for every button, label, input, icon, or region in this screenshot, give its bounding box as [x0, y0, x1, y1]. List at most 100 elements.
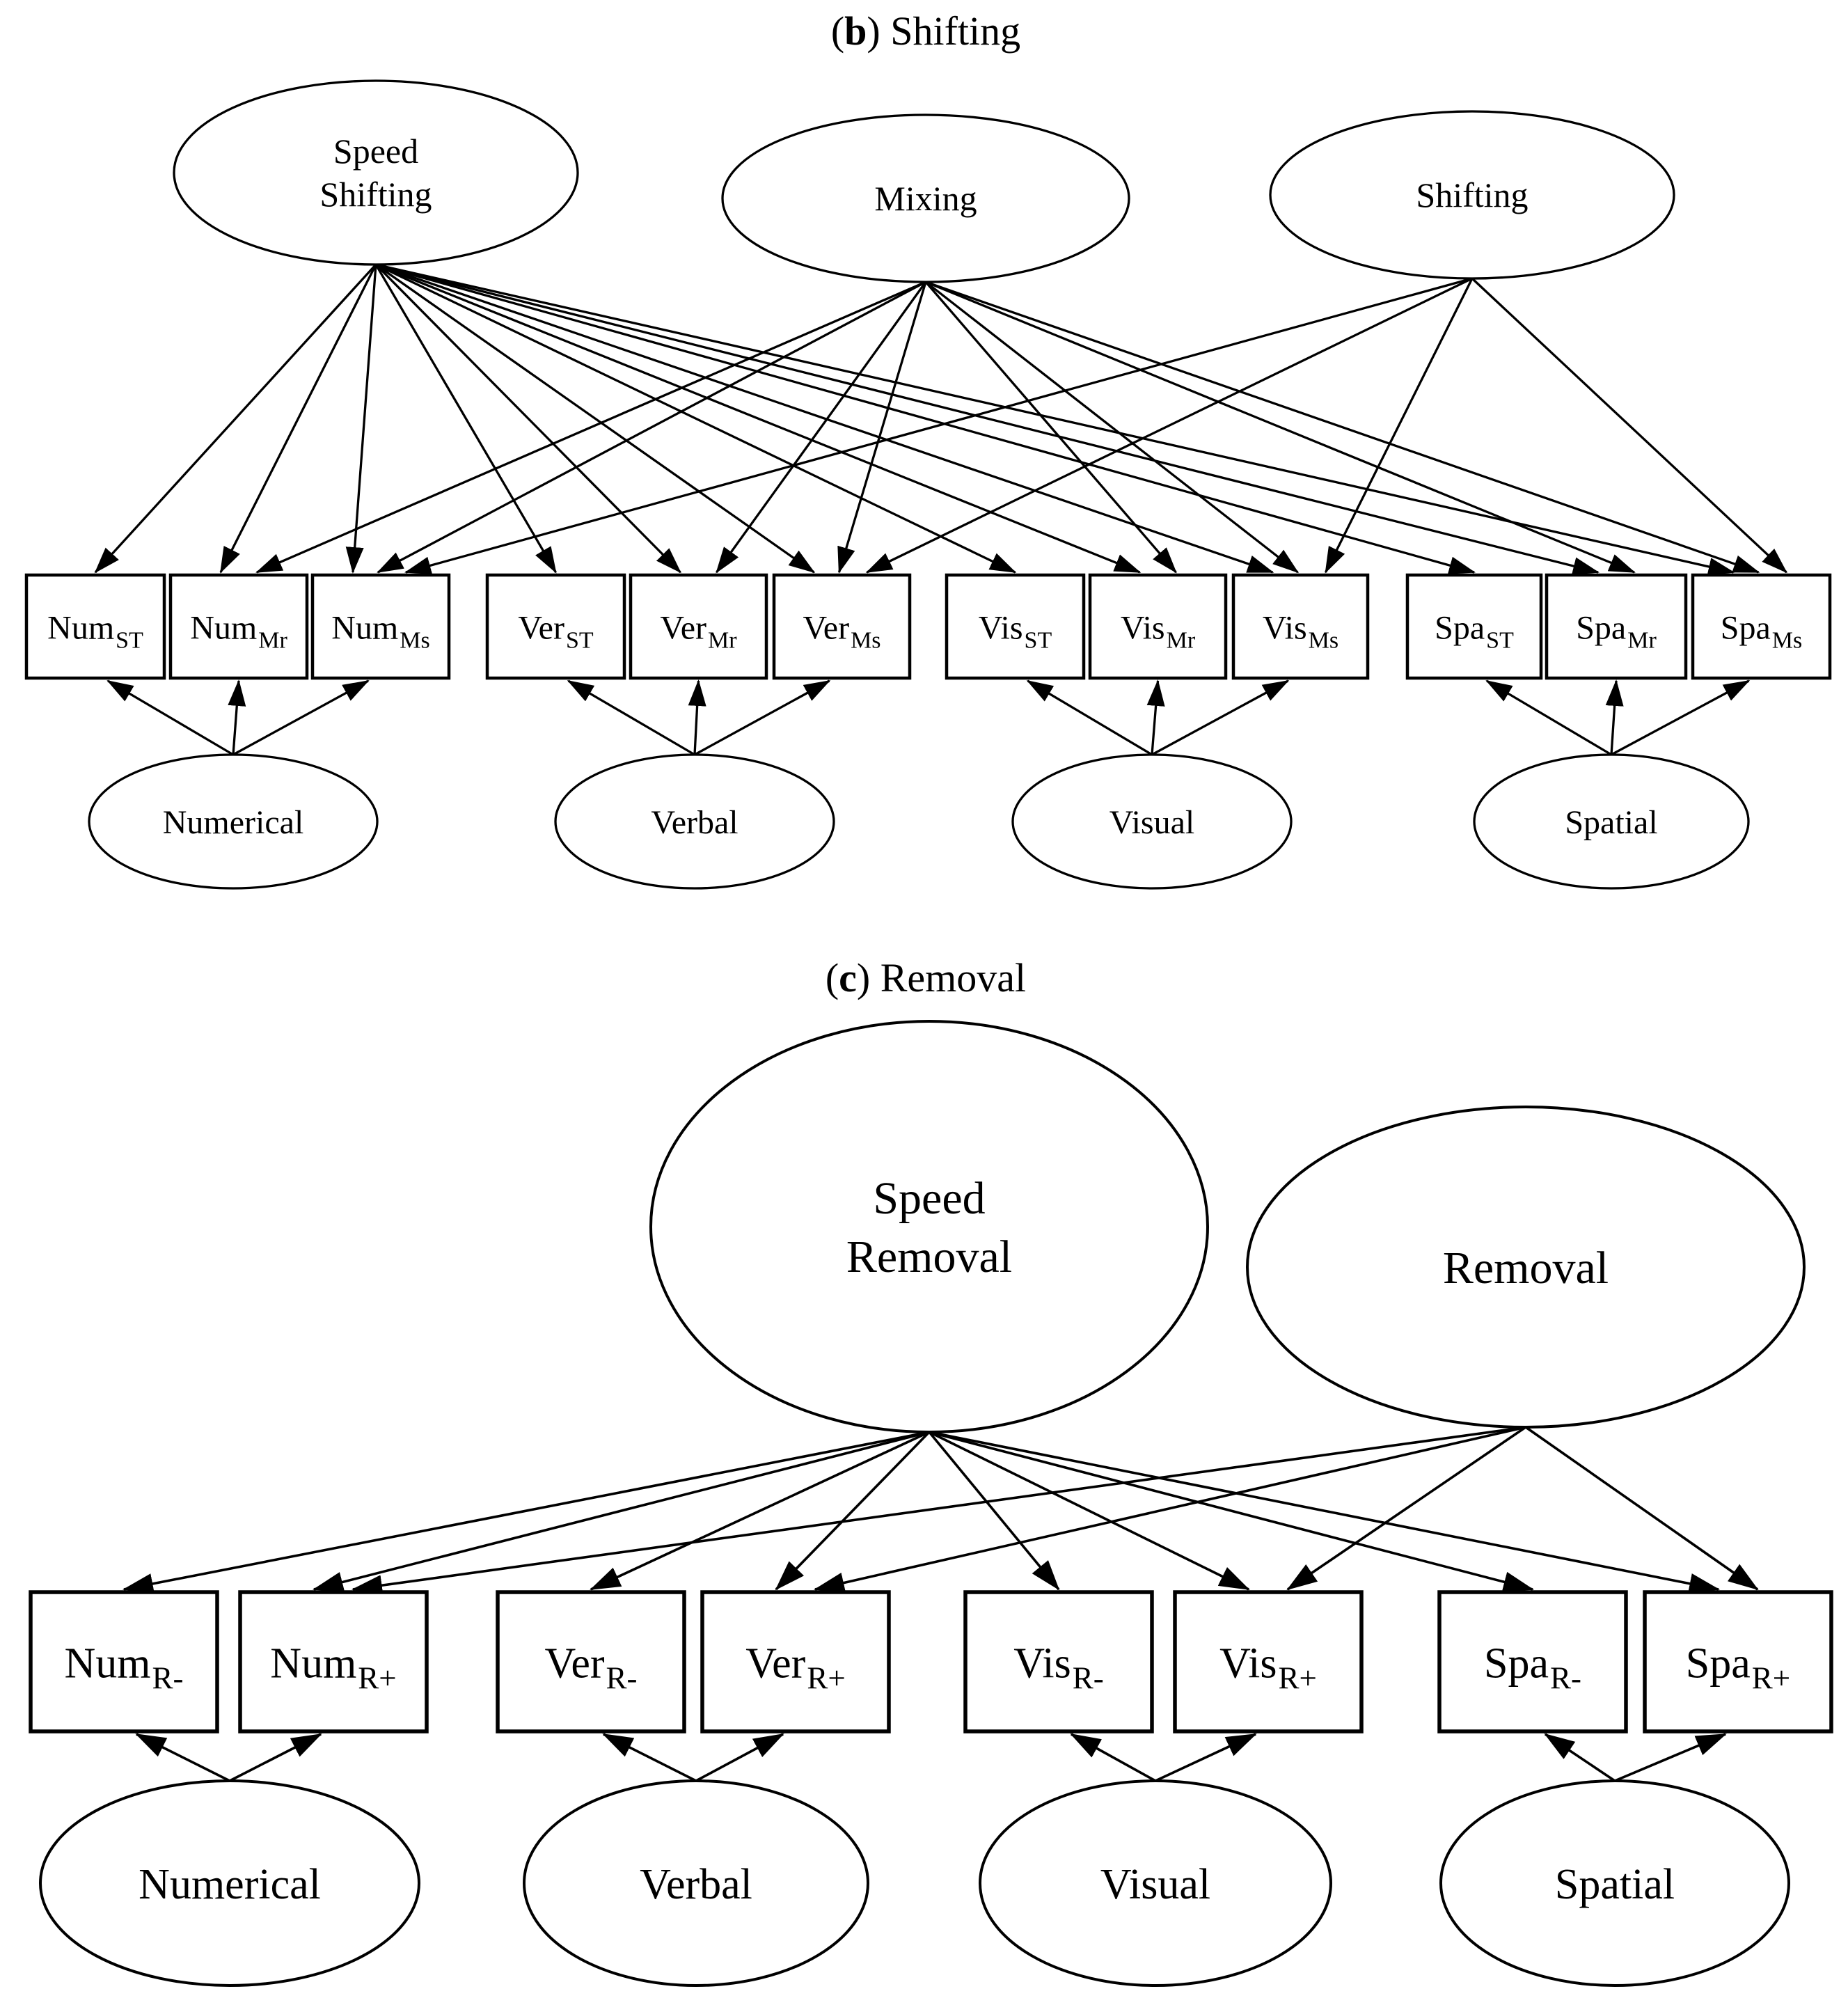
indicator-vis-r+-base: Vis	[1219, 1640, 1277, 1687]
path-mixing-to-num-mr	[255, 281, 926, 574]
panel-c-title-letter: c	[839, 955, 857, 1000]
indicator-ver-st-label: VerST	[518, 609, 594, 653]
indicator-vis-mr-label: VisMr	[1121, 609, 1196, 653]
path-speed-removal-to-num-r+	[313, 1431, 930, 1593]
path-speed-removal-to-vis-r-	[928, 1431, 1060, 1591]
indicator-spa-mr: SpaMr	[1545, 573, 1688, 680]
factor-spatial-c-ellipse	[1439, 1779, 1790, 1987]
factor-verbal-c: Verbal	[523, 1779, 869, 1987]
factor-speed-removal-label: Removal	[846, 1232, 1012, 1282]
path-removal-to-vis-r+	[1286, 1426, 1527, 1591]
factor-visual-ellipse	[1011, 753, 1293, 890]
indicator-spa-st: SpaST	[1405, 573, 1543, 680]
indicator-num-mr-label: NumMr	[190, 609, 287, 653]
panel-c-title: (c) Removal	[826, 955, 1026, 1000]
indicator-num-st: NumST	[24, 573, 166, 680]
path-speed-shifting-to-ver-mr	[374, 263, 681, 574]
panel-b-title-letter: b	[844, 8, 867, 54]
factor-numerical-label: Numerical	[163, 804, 304, 841]
indicator-num-r--subscript: R-	[152, 1660, 184, 1695]
indicator-spa-st-subscript: ST	[1486, 627, 1514, 653]
path-removal-to-ver-r+	[814, 1426, 1526, 1594]
path-verbal-to-ver-st	[567, 679, 695, 756]
indicator-num-mr-base: Num	[190, 609, 257, 646]
indicator-vis-st-base: Vis	[979, 609, 1023, 646]
indicator-spa-mr-rect	[1545, 573, 1688, 680]
factor-speed-removal-ellipse	[649, 1020, 1209, 1433]
indicator-vis-st-subscript: ST	[1025, 627, 1052, 653]
path-speed-removal-to-num-r-	[123, 1431, 930, 1594]
path-verbal-c-to-ver-r+	[695, 1733, 784, 1782]
factor-speed-shifting-label: Speed	[333, 132, 418, 171]
indicator-vis-ms: VisMs	[1231, 573, 1370, 680]
factor-numerical: Numerical	[88, 753, 379, 890]
indicator-spa-r+-label: SpaR+	[1686, 1640, 1790, 1695]
path-visual-c-to-vis-r-	[1070, 1733, 1156, 1782]
factor-visual-c: Visual	[979, 1779, 1332, 1987]
path-speed-shifting-to-ver-st	[374, 264, 557, 574]
factor-mixing: Mixing	[721, 113, 1130, 283]
indicator-ver-r+-label: VerR+	[745, 1640, 845, 1695]
path-speed-shifting-to-spa-ms	[375, 263, 1735, 576]
path-spatial-to-spa-ms	[1611, 679, 1751, 756]
factor-speed-shifting-label: Shifting	[319, 175, 432, 214]
path-mixing-to-spa-ms	[925, 281, 1760, 574]
indicator-num-mr-subscript: Mr	[258, 627, 287, 653]
indicator-num-ms-subscript: Ms	[400, 627, 429, 653]
factor-numerical-c-ellipse	[39, 1779, 420, 1987]
path-speed-shifting-to-vis-mr	[375, 263, 1142, 574]
indicator-vis-mr-rect	[1088, 573, 1228, 680]
factor-visual-label: Visual	[1109, 804, 1194, 841]
indicator-spa-st-rect	[1405, 573, 1543, 680]
path-speed-shifting-to-ver-ms	[375, 263, 816, 574]
factor-spatial-label: Spatial	[1565, 804, 1657, 841]
path-speed-shifting-to-spa-st	[375, 263, 1476, 574]
path-spatial-to-spa-mr	[1605, 679, 1624, 755]
indicator-num-st-base: Num	[47, 609, 114, 646]
path-removal-to-spa-r+	[1524, 1426, 1759, 1591]
path-visual-to-vis-ms	[1151, 679, 1290, 756]
indicator-num-r+-subscript: R+	[358, 1660, 396, 1695]
indicator-num-ms-label: NumMs	[331, 609, 429, 653]
factor-verbal-c-label: Verbal	[640, 1861, 752, 1908]
path-speed-removal-to-spa-r-	[929, 1431, 1534, 1592]
indicator-num-st-subscript: ST	[116, 627, 143, 653]
factor-numerical-ellipse	[88, 753, 379, 890]
indicator-vis-r+: VisR+	[1173, 1590, 1364, 1733]
indicator-vis-r--label: VisR-	[1013, 1640, 1103, 1695]
path-shifting-to-ver-ms	[865, 277, 1473, 574]
path-mixing-to-ver-mr	[716, 281, 927, 574]
indicator-num-ms: NumMs	[310, 573, 451, 680]
indicator-num-mr-rect	[168, 573, 309, 680]
indicator-vis-mr: VisMr	[1088, 573, 1228, 680]
indicator-spa-ms-rect	[1691, 573, 1832, 680]
path-speed-shifting-to-num-st	[94, 263, 377, 574]
indicator-ver-r+-base: Ver	[745, 1640, 805, 1687]
indicator-spa-r--base: Spa	[1484, 1640, 1549, 1687]
path-numerical-c-to-num-r-	[135, 1733, 230, 1782]
path-mixing-to-vis-mr	[924, 281, 1177, 574]
factor-speed-shifting-ellipse	[173, 79, 579, 266]
indicator-vis-r--rect	[963, 1590, 1154, 1733]
factor-speed-removal-label: Speed	[873, 1173, 985, 1224]
indicator-vis-r+-rect	[1173, 1590, 1364, 1733]
indicator-vis-ms-rect	[1231, 573, 1370, 680]
indicator-spa-st-label: SpaST	[1435, 609, 1514, 653]
path-mixing-to-ver-ms	[837, 281, 927, 574]
factor-verbal-label: Verbal	[651, 804, 738, 841]
indicator-ver-r-: VerR-	[496, 1590, 686, 1733]
panel-b-title-rest: ) Shifting	[867, 8, 1020, 54]
indicator-spa-r+-base: Spa	[1686, 1640, 1751, 1687]
path-speed-shifting-to-num-ms	[345, 264, 377, 574]
indicator-spa-mr-base: Spa	[1576, 609, 1626, 646]
factor-verbal-c-ellipse	[523, 1779, 869, 1987]
path-speed-removal-to-ver-r+	[775, 1431, 931, 1591]
panel-c-title-open: (	[826, 955, 839, 1000]
indicator-vis-ms-subscript: Ms	[1309, 627, 1338, 653]
indicator-num-mr: NumMr	[168, 573, 309, 680]
indicator-ver-mr-label: VerMr	[660, 609, 737, 653]
indicator-ver-r--rect	[496, 1590, 686, 1733]
